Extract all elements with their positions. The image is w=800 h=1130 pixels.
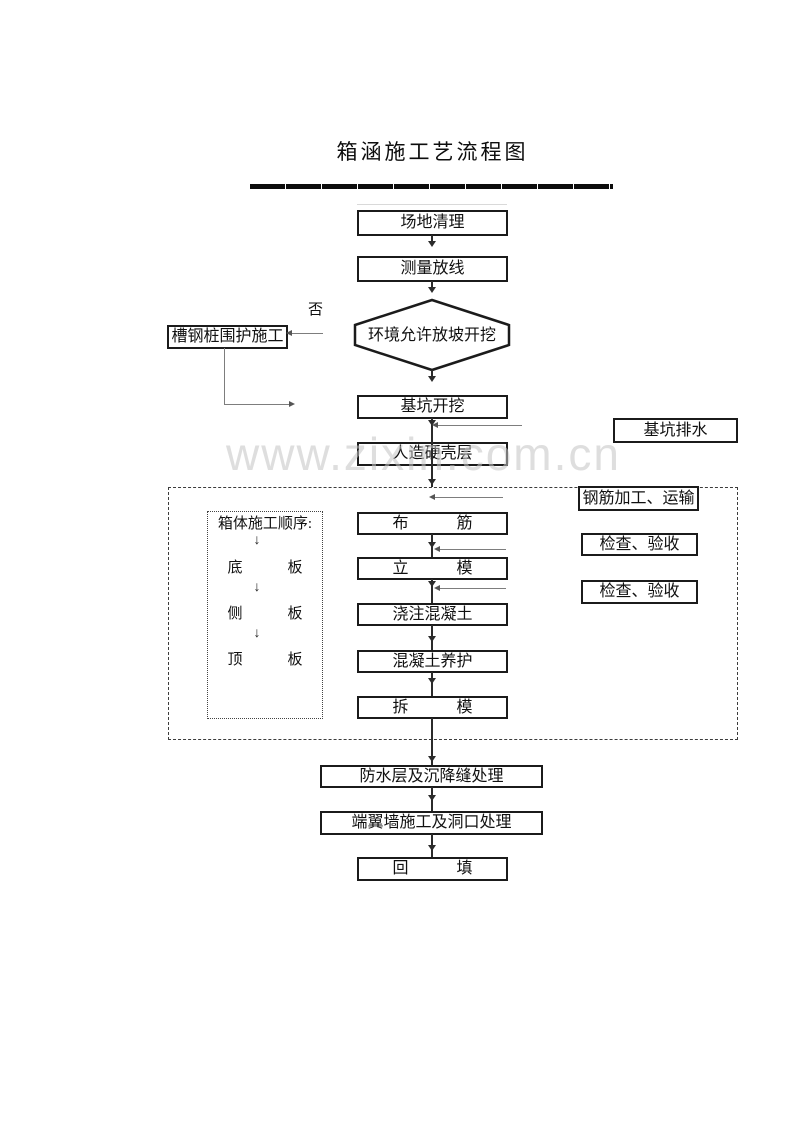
process-box-survey-layout: 测量放线 <box>357 256 508 282</box>
process-box-formwork-removal: 拆 模 <box>357 696 508 719</box>
decision-label: 环境允许放坡开挖 <box>367 327 496 344</box>
down-arrowhead-icon <box>428 376 436 382</box>
connector-line <box>431 579 433 603</box>
process-box-pile-enclosure: 槽钢桩围护施工 <box>167 325 288 349</box>
down-arrowhead-icon <box>428 287 436 293</box>
process-box-inspection-2: 检查、验收 <box>581 580 698 604</box>
process-box-wing-wall-opening: 端翼墙施工及洞口处理 <box>320 811 543 835</box>
merge-line <box>436 425 522 426</box>
left-arrowhead-icon <box>429 494 435 500</box>
down-arrowhead-icon <box>428 479 436 485</box>
process-box-site-clearing: 场地清理 <box>357 210 508 236</box>
down-arrow-icon: ↓ <box>253 626 261 641</box>
down-arrowhead-icon <box>428 795 436 801</box>
connector-line <box>431 718 433 765</box>
sequence-step-top-plate: 顶 板 <box>227 652 303 668</box>
construction-zone-boundary <box>168 487 738 740</box>
left-arrowhead-icon <box>434 585 440 591</box>
down-arrow-icon: ↓ <box>253 533 261 548</box>
process-box-backfill: 回 填 <box>357 857 508 881</box>
connector-line <box>431 672 433 696</box>
sequence-step-bottom-plate: 底 板 <box>227 560 303 576</box>
connector-line <box>431 281 433 289</box>
title-divider <box>250 184 613 189</box>
down-arrowhead-icon <box>428 756 436 762</box>
right-arrowhead-icon <box>289 401 295 407</box>
process-box-concrete-curing: 混凝土养护 <box>357 650 508 673</box>
down-arrowhead-icon <box>428 581 436 587</box>
merge-line <box>438 549 506 550</box>
faint-line <box>357 204 507 205</box>
connector-line <box>431 370 433 378</box>
connector-line <box>431 235 433 243</box>
decision-shape <box>352 297 512 373</box>
down-arrowhead-icon <box>428 636 436 642</box>
return-branch-line <box>224 404 290 405</box>
down-arrowhead-icon <box>428 678 436 684</box>
down-arrowhead-icon <box>428 542 436 548</box>
page-title: 箱涵施工艺流程图 <box>336 140 529 164</box>
merge-line <box>438 588 506 589</box>
process-box-waterproof-settlement: 防水层及沉降缝处理 <box>320 765 543 788</box>
left-arrowhead-icon <box>286 330 292 336</box>
process-box-rebar-processing: 钢筋加工、运输 <box>578 486 699 511</box>
left-arrowhead-icon <box>434 546 440 552</box>
return-branch-line <box>224 348 225 405</box>
no-branch-line <box>290 333 323 334</box>
left-arrowhead-icon <box>432 422 438 428</box>
sequence-panel-title: 箱体施工顺序: <box>217 516 313 532</box>
process-box-inspection-1: 检查、验收 <box>581 533 698 556</box>
process-box-pit-drainage: 基坑排水 <box>613 418 738 443</box>
decision-no-label: 否 <box>308 302 324 318</box>
process-box-concrete-pouring: 浇注混凝土 <box>357 603 508 626</box>
sequence-panel <box>207 511 323 719</box>
merge-line <box>433 497 503 498</box>
process-box-pit-excavation: 基坑开挖 <box>357 395 508 419</box>
connector-line <box>431 418 433 487</box>
down-arrowhead-icon <box>428 241 436 247</box>
process-box-rebar-placement: 布 筋 <box>357 512 508 535</box>
down-arrowhead-icon <box>428 845 436 851</box>
process-box-formwork-erection: 立 模 <box>357 557 508 580</box>
down-arrow-icon: ↓ <box>253 580 261 595</box>
sequence-step-side-plate: 侧 板 <box>227 606 303 622</box>
